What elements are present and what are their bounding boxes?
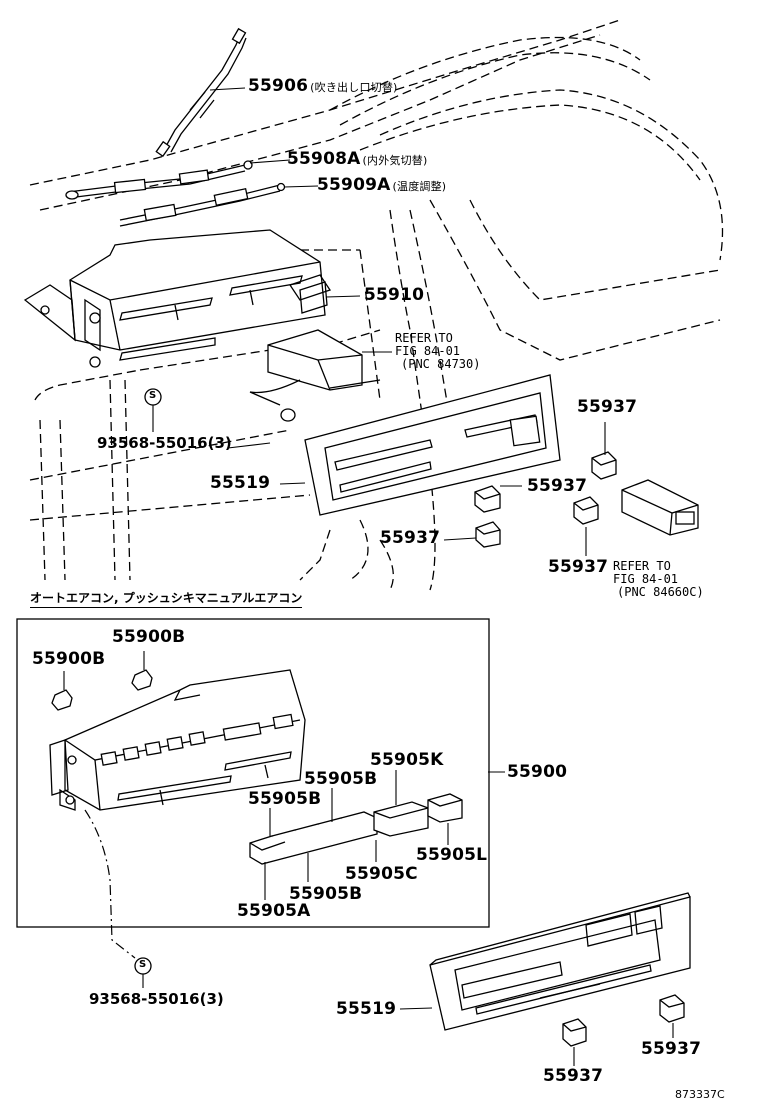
part-label-55905b-2: 55905B	[248, 789, 322, 809]
part-number: 55909A	[317, 175, 391, 195]
part-label-bolt-bottom: 93568-55016(3)	[89, 990, 224, 1008]
part-label-55937-b: 55937	[527, 476, 588, 496]
screws-55900b	[51, 651, 153, 711]
refer-note-84730: REFER TO FIG 84-01 (PNC 84730)	[395, 332, 480, 371]
screw-bottom	[134, 957, 152, 988]
dashboard-outline	[29, 19, 724, 591]
part-label-bolt-top: 93568-55016(3)	[97, 434, 232, 452]
leader-lines-upper	[209, 87, 606, 556]
part-label-55908a: 55908A(内外気切替)	[287, 151, 427, 168]
part-label-55937-a: 55937	[577, 397, 638, 417]
control-unit-55900	[49, 669, 306, 811]
cable-55909a	[119, 182, 286, 227]
part-description: (内外気切替)	[362, 154, 428, 167]
part-label-55937-c: 55937	[380, 528, 441, 548]
leader-lines-lower	[84, 770, 505, 959]
cable-55908a	[65, 160, 253, 200]
refer-line: (PNC 84660C)	[617, 585, 704, 599]
part-label-55519-lower: 55519	[336, 999, 397, 1019]
part-label-55905c: 55905C	[345, 864, 418, 884]
knob-caps-lower	[562, 994, 685, 1066]
part-description: (温度調整)	[392, 180, 447, 193]
refer-line: FIG 84-01	[395, 344, 461, 358]
part-label-55905a: 55905A	[237, 901, 311, 921]
part-label-55906: 55906(吹き出し口切替)	[248, 78, 398, 95]
part-label-55910: 55910	[364, 285, 425, 305]
control-unit-upper	[23, 229, 332, 368]
part-label-55937-e: 55937	[543, 1066, 604, 1086]
refer-line: (PNC 84730)	[401, 357, 481, 371]
section-title: オートエアコン, プッシュシキマニュアルエアコン	[30, 589, 303, 608]
part-label-55905b-3: 55905B	[289, 884, 363, 904]
button-row-55905	[249, 793, 463, 865]
screw-mark-bottom: S	[139, 959, 147, 970]
bezel-55519-upper	[304, 374, 561, 516]
illustration-code: 873337C	[675, 1088, 725, 1101]
part-label-55905b-1: 55905B	[304, 769, 378, 789]
cable-55906	[155, 27, 247, 158]
refer-line: REFER TO	[613, 559, 671, 573]
screw-mark-top: S	[149, 390, 157, 401]
refer-note-84660c: REFER TO FIG 84-01 (PNC 84660C)	[613, 560, 704, 599]
refer-line: REFER TO	[395, 331, 453, 345]
part-label-55937-d: 55937	[548, 557, 609, 577]
part-number: 55908A	[287, 149, 361, 169]
part-description: (吹き出し口切替)	[310, 81, 398, 94]
part-label-55900: 55900	[507, 762, 568, 782]
part-label-55519-upper: 55519	[210, 473, 271, 493]
part-label-55900b-right: 55900B	[112, 627, 186, 647]
part-label-55937-f: 55937	[641, 1039, 702, 1059]
section-box	[16, 618, 490, 928]
part-label-55905l: 55905L	[416, 845, 488, 865]
refer-line: FIG 84-01	[613, 572, 679, 586]
bezel-55519-lower	[399, 892, 691, 1031]
part-label-55909a: 55909A(温度調整)	[317, 177, 446, 194]
part-number: 55906	[248, 76, 309, 96]
screw-top	[144, 388, 162, 432]
part-label-55900b-left: 55900B	[32, 649, 106, 669]
module-84730	[249, 329, 381, 422]
knob-caps-upper	[474, 451, 699, 548]
part-label-55905k: 55905K	[370, 750, 444, 770]
